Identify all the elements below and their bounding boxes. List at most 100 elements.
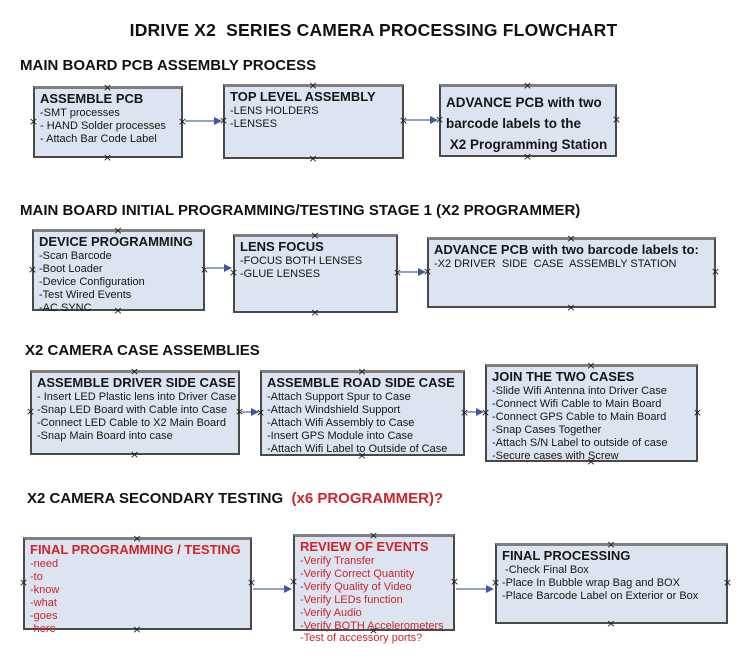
box-item-text: -X2 DRIVER SIDE CASE ASSEMBLY STATION xyxy=(434,258,677,270)
connector-point-icon: × xyxy=(28,114,39,128)
flow-box-final-programming-testing: FINAL PROGRAMMING / TESTING -need-to-kno… xyxy=(19,532,256,636)
connector-point-icon: × xyxy=(25,405,36,418)
box-title: ASSEMBLE PCB xyxy=(40,91,144,106)
box-item-text: -GLUE LENSES xyxy=(240,267,321,280)
box-item-text: -Attach Windshield Support xyxy=(267,403,401,416)
box-item-text: - Insert LED Plastic lens into Driver Ca… xyxy=(37,391,237,403)
arrow-head-icon xyxy=(251,408,259,416)
connector-point-icon: × xyxy=(102,151,113,164)
arrow-line xyxy=(241,411,251,413)
connector-point-icon: × xyxy=(566,301,576,314)
box-item-text: -LENSES xyxy=(230,117,278,130)
flow-arrow xyxy=(253,583,292,595)
box-item-text: -Verify Transfer xyxy=(300,555,375,567)
arrow-line xyxy=(206,267,224,269)
box-item-text: -goes xyxy=(30,609,58,622)
box-item-text: -know xyxy=(30,583,60,596)
flow-arrow xyxy=(206,262,232,274)
flow-box-assemble-pcb: ASSEMBLE PCB -SMT processes- HAND Solder… xyxy=(29,81,187,164)
flow-arrow xyxy=(399,266,426,278)
arrow-line xyxy=(405,119,430,121)
box-item-text: -FOCUS BOTH LENSES xyxy=(240,255,363,267)
box-item-text: - HAND Solder processes xyxy=(40,119,166,132)
arrow-line xyxy=(253,588,284,590)
flowchart-title: IDRIVE X2 SERIES CAMERA PROCESSING FLOWC… xyxy=(129,20,618,40)
box-item-text: -AC SYNC xyxy=(39,301,92,314)
box-item-text: -here xyxy=(30,622,56,635)
flow-box-advance-pcb-driver-side: ADVANCE PCB with two barcode labels to: … xyxy=(423,232,720,314)
box-item-text: - Attach Bar Code Label xyxy=(40,132,157,145)
box-title: ADVANCE PCB with two barcode labels to: xyxy=(434,242,699,257)
box-item-list: -Scan Barcode-Boot Loader-Device Configu… xyxy=(39,250,199,315)
arrow-head-icon xyxy=(476,408,484,416)
flow-arrow xyxy=(185,115,222,127)
heading-black-part: X2 CAMERA SECONDARY TESTING xyxy=(27,490,292,507)
box-item-text: -Verify Correct Quantity xyxy=(300,567,415,580)
flow-arrow xyxy=(466,406,484,418)
box-item-text: -Verify LEDs function xyxy=(300,593,403,606)
heading-red-part: (x6 PROGRAMMER)? xyxy=(291,490,444,507)
box-item-text: -Connect Wifi Cable to Main Board xyxy=(492,397,662,410)
box-item-text: -Slide Wifi Antenna into Driver Case xyxy=(492,385,667,397)
box-item-text: -Snap Cases Together xyxy=(492,423,602,436)
box-item-text: -Snap LED Board with Cable into Case xyxy=(37,403,228,416)
box-item-text: -LENS HOLDERS xyxy=(230,105,319,117)
connector-point-icon: × xyxy=(710,265,721,278)
box-item-text: -Place Barcode Label on Exterior or Box xyxy=(502,589,699,602)
arrow-line xyxy=(185,120,214,122)
arrow-head-icon xyxy=(486,585,494,593)
box-title: DEVICE PROGRAMMING xyxy=(39,234,193,249)
box-item-list: -Slide Wifi Antenna into Driver Case-Con… xyxy=(492,385,692,462)
connector-point-icon: × xyxy=(129,448,140,461)
box-item-list: -X2 DRIVER SIDE CASE ASSEMBLY STATION xyxy=(434,258,710,271)
box-item-text: -Check Final Box xyxy=(502,564,589,576)
flow-box-review-of-events: REVIEW OF EVENTS -Verify Transfer-Verify… xyxy=(289,529,459,644)
box-body-text: ADVANCE PCB with two barcode labels to t… xyxy=(446,95,608,152)
box-item-text: -Device Configuration xyxy=(39,275,145,288)
connector-point-icon: × xyxy=(722,576,733,589)
flow-arrow xyxy=(456,583,494,595)
flow-box-assemble-road-side-case: ASSEMBLE ROAD SIDE CASE -Attach Support … xyxy=(256,365,469,462)
flow-box-advance-pcb-programming-station: ADVANCE PCB with two barcode labels to t… xyxy=(435,79,621,163)
arrow-head-icon xyxy=(430,116,438,124)
box-item-list: -Verify Transfer-Verify Correct Quantity… xyxy=(300,555,449,645)
box-item-text: -what xyxy=(30,596,57,609)
box-item-text: -Attach Wifi Label to Outside of Case xyxy=(267,442,448,455)
box-item-text: -need xyxy=(30,558,59,570)
box-item-list: - Insert LED Plastic lens into Driver Ca… xyxy=(37,391,237,443)
connector-point-icon: × xyxy=(18,576,29,589)
box-item-list: -Attach Support Spur to Case-Attach Wind… xyxy=(267,391,459,456)
box-item-text: -Snap Main Board into case xyxy=(37,429,173,442)
box-title: REVIEW OF EVENTS xyxy=(300,539,429,554)
box-item-text: -Verify Quality of Video xyxy=(300,580,412,593)
box-item-text: -Connect GPS Cable to Main Board xyxy=(492,410,667,423)
box-item-text: -Insert GPS Module into Case xyxy=(267,429,414,442)
box-item-text: -Boot Loader xyxy=(39,262,103,275)
box-item-text: -Verify Audio xyxy=(300,606,362,619)
connector-point-icon: × xyxy=(310,306,320,319)
flow-box-device-programming: DEVICE PROGRAMMING -Scan Barcode-Boot Lo… xyxy=(28,224,209,317)
box-item-list: -need-to-know-what-goes-here xyxy=(30,558,246,635)
box-item-text: -Attach Wifi Assembly to Case xyxy=(267,416,415,429)
section-heading-case-assemblies: X2 CAMERA CASE ASSEMBLIES xyxy=(25,342,260,359)
box-title: ASSEMBLE DRIVER SIDE CASE xyxy=(37,375,236,390)
arrow-head-icon xyxy=(284,585,292,593)
box-item-text: -Test of accessory ports? xyxy=(300,632,423,645)
box-item-text: -Attach S/N Label to outside of case xyxy=(492,436,668,449)
box-title: LENS FOCUS xyxy=(240,239,324,254)
connector-point-icon: × xyxy=(692,405,703,419)
box-title: ASSEMBLE ROAD SIDE CASE xyxy=(267,375,455,390)
box-item-text: -Attach Support Spur to Case xyxy=(267,391,411,403)
box-item-list: -LENS HOLDERS-LENSES xyxy=(230,105,398,131)
arrow-line xyxy=(466,411,476,413)
flow-arrow xyxy=(241,406,259,418)
box-item-text: -Secure cases with Screw xyxy=(492,449,619,462)
flow-box-join-the-two-cases: JOIN THE TWO CASES -Slide Wifi Antenna i… xyxy=(481,359,702,468)
box-item-text: -to xyxy=(30,570,43,583)
flow-box-assemble-driver-side-case: ASSEMBLE DRIVER SIDE CASE - Insert LED P… xyxy=(26,365,244,461)
connector-point-icon: × xyxy=(611,113,622,126)
box-item-text: -Connect LED Cable to X2 Main Board xyxy=(37,416,226,429)
box-item-list: -FOCUS BOTH LENSES-GLUE LENSES xyxy=(240,255,392,281)
flow-arrow xyxy=(405,114,438,126)
